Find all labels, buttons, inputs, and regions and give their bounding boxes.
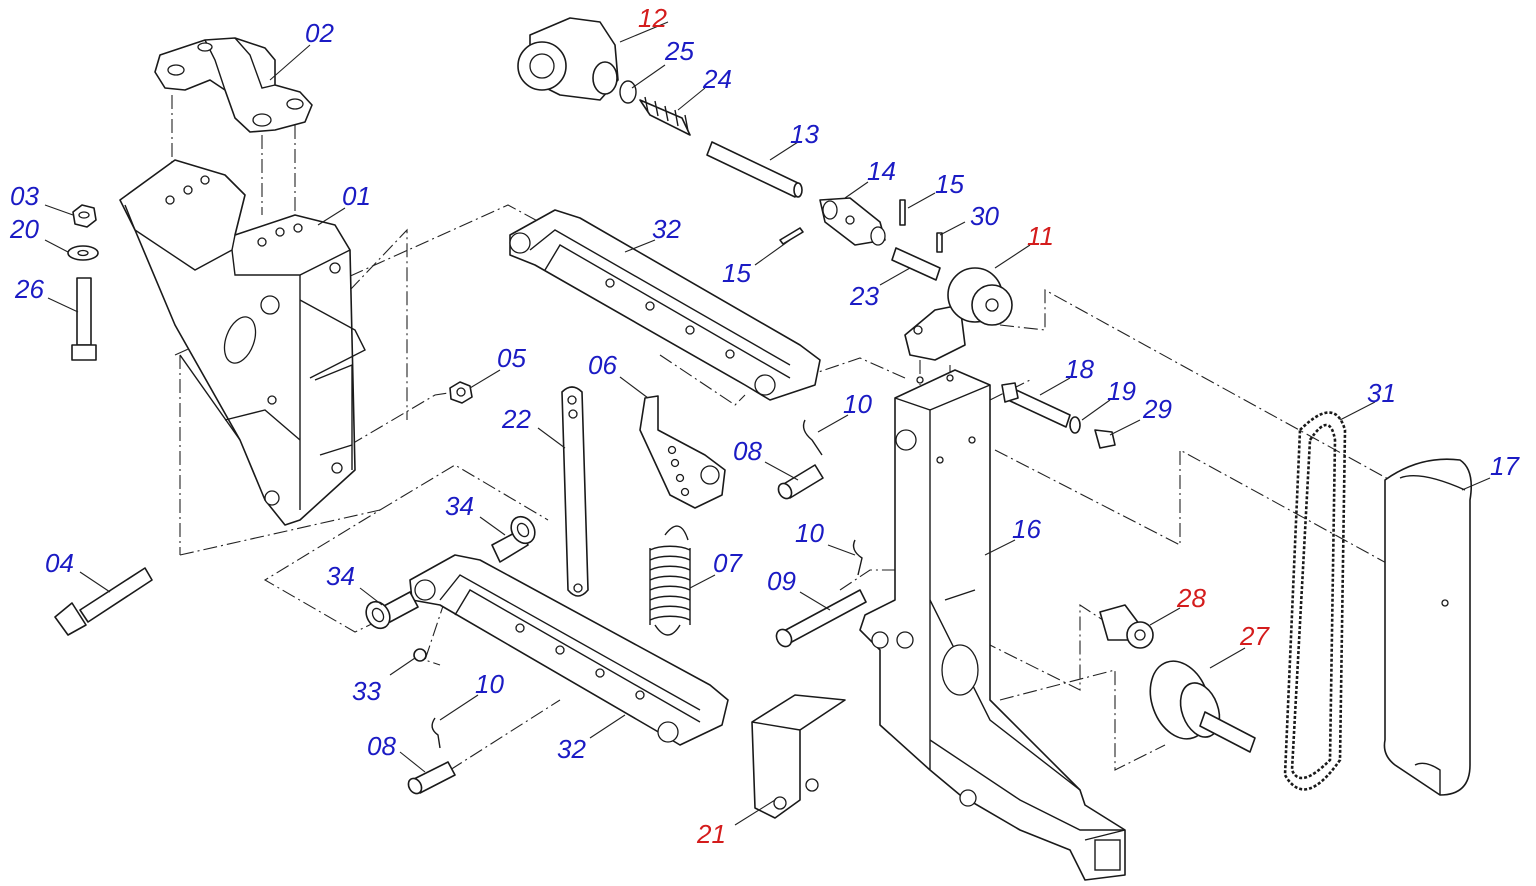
label-08-lower: 08 [367, 731, 396, 761]
part-18-bolt [1001, 382, 1071, 428]
label-02: 02 [305, 18, 334, 48]
part-15-pin-vertical [899, 199, 906, 226]
part-28-tensioner [1099, 604, 1154, 649]
part-13-shaft [706, 141, 803, 198]
label-25: 25 [664, 36, 694, 66]
part-08-pin-upper [777, 464, 824, 500]
part-17-chain-cover [1383, 458, 1473, 796]
label-19: 19 [1107, 376, 1136, 406]
part-29-wing-nut [1094, 429, 1116, 449]
label-23: 23 [849, 281, 879, 311]
label-12: 12 [638, 3, 667, 33]
label-15-lower: 15 [722, 258, 751, 288]
part-08-pin-lower [407, 761, 456, 795]
label-10-upper: 10 [843, 389, 872, 419]
part-32-upper-arm [509, 209, 821, 401]
label-20: 20 [9, 214, 39, 244]
label-24: 24 [702, 64, 732, 94]
part-34-bushing-lower [365, 591, 419, 630]
label-34-lower: 34 [326, 561, 355, 591]
label-08-upper: 08 [733, 436, 762, 466]
label-18: 18 [1065, 354, 1094, 384]
part-33-grease-nipple [413, 648, 427, 662]
part-16-main-frame [859, 369, 1126, 881]
part-05-nut [449, 381, 473, 404]
part-27-drive-sprocket [1149, 660, 1256, 753]
part-26-bolt [71, 277, 97, 361]
label-21: 21 [696, 819, 726, 849]
label-09: 09 [767, 566, 796, 596]
label-15-upper: 15 [935, 169, 964, 199]
part-09-long-pin [775, 589, 867, 648]
part-32-lower-arm [409, 554, 729, 746]
part-10-clips [431, 419, 863, 749]
part-21-guard-plate [751, 694, 846, 819]
part-30-pin [936, 232, 943, 253]
label-27: 27 [1239, 621, 1270, 651]
part-20-washer [67, 245, 99, 261]
part-22-link-plate [561, 386, 589, 597]
label-34-upper: 34 [445, 491, 474, 521]
part-24-spring-sleeve [639, 96, 691, 136]
label-22: 22 [501, 404, 531, 434]
part-34-bushing-upper [491, 515, 536, 563]
label-26: 26 [14, 274, 44, 304]
leader-lines [44, 21, 1491, 826]
part-14-universal-joint [819, 197, 886, 246]
label-29: 29 [1142, 394, 1172, 424]
label-11: 11 [1027, 221, 1054, 251]
part-11-sprocket-bracket [904, 267, 1013, 361]
label-16: 16 [1012, 514, 1041, 544]
label-04: 04 [45, 548, 74, 578]
part-04-long-bolt [54, 567, 153, 636]
label-07: 07 [713, 548, 743, 578]
label-10-lower: 10 [475, 669, 504, 699]
label-28: 28 [1176, 583, 1206, 613]
part-25-circlip [619, 80, 637, 104]
part-02-bracket-cap [154, 37, 313, 133]
part-03-nut [72, 204, 97, 228]
label-30: 30 [970, 201, 999, 231]
label-32-lower: 32 [557, 734, 586, 764]
label-13: 13 [790, 119, 819, 149]
label-32-upper: 32 [652, 214, 681, 244]
part-23-short-shaft [891, 247, 941, 281]
label-03: 03 [10, 181, 39, 211]
label-10-middle: 10 [795, 518, 824, 548]
label-06: 06 [588, 350, 617, 380]
label-05: 05 [497, 343, 526, 373]
part-31-chain [1283, 411, 1347, 791]
label-31: 31 [1367, 378, 1396, 408]
label-14: 14 [867, 156, 896, 186]
part-06-spring-bracket [639, 395, 726, 509]
part-15-pin-diagonal [779, 227, 804, 245]
label-33: 33 [352, 676, 381, 706]
part-12-bearing-housing [517, 17, 619, 101]
part-07-tension-spring [649, 525, 691, 636]
label-01: 01 [342, 181, 371, 211]
callout-labels: 01 02 03 04 05 06 07 08 08 09 10 10 10 1… [9, 3, 1520, 849]
part-19-washer [1069, 416, 1081, 434]
part-01-main-bracket [119, 159, 366, 526]
label-17: 17 [1490, 451, 1520, 481]
